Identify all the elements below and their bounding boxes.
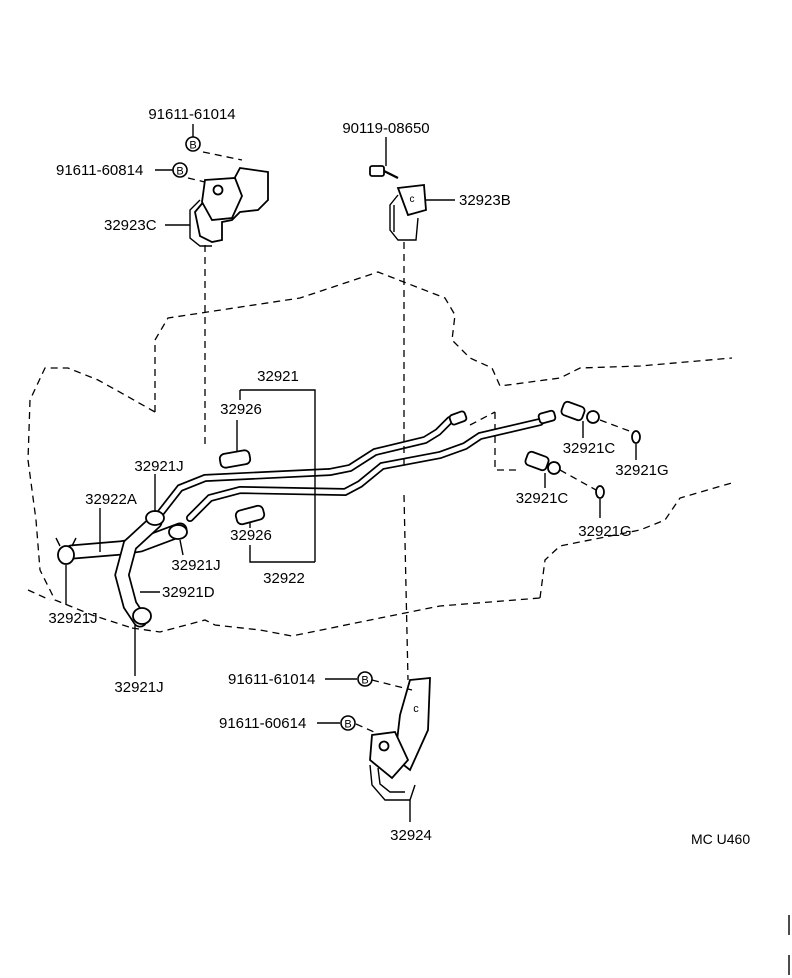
rubber-sleeves <box>218 449 266 526</box>
bracket-32924: c <box>369 677 431 801</box>
pipe-end-fittings <box>448 409 557 426</box>
label-32926-top: 32926 <box>220 401 262 418</box>
label-90119-08650: 90119-08650 <box>342 120 429 137</box>
label-91611-60814: 91611-60814 <box>56 162 143 179</box>
assembly-dashed-lines <box>187 151 633 733</box>
label-32921j-d: 32921J <box>114 679 163 696</box>
svg-text:B: B <box>361 675 368 687</box>
bolt-b-marker: B <box>340 715 356 731</box>
svg-text:c: c <box>413 703 419 715</box>
union-fittings <box>524 400 641 499</box>
label-91611-61014-top: 91611-61014 <box>148 106 235 123</box>
bolt-90119-08650 <box>369 165 399 179</box>
label-32923c: 32923C <box>104 217 157 234</box>
label-32921d: 32921D <box>162 584 215 601</box>
bolt-b-marker: B <box>185 136 201 152</box>
bracket-32923c <box>189 167 269 247</box>
svg-text:c: c <box>410 194 415 205</box>
svg-text:B: B <box>176 166 183 178</box>
svg-text:B: B <box>344 719 351 731</box>
label-32924: 32924 <box>390 827 432 844</box>
svg-text:B: B <box>189 140 196 152</box>
bolt-b-marker: B <box>357 671 373 687</box>
label-32921j-c: 32921J <box>48 610 97 627</box>
label-32921g-a: 32921G <box>615 462 668 479</box>
label-32921c-b: 32921C <box>516 490 569 507</box>
label-32923b: 32923B <box>459 192 511 209</box>
cooler-hoses <box>64 514 188 628</box>
leader-lines <box>65 124 637 822</box>
oil-cooler-pipes <box>151 416 544 524</box>
part-labels: 91611-61014 91611-60814 32923C 90119-086… <box>48 106 750 847</box>
label-32926-bottom: 32926 <box>230 527 272 544</box>
label-32922: 32922 <box>263 570 305 587</box>
label-32921-top: 32921 <box>257 368 299 385</box>
label-32921c-a: 32921C <box>563 440 616 457</box>
label-32921j-b: 32921J <box>171 557 220 574</box>
diagram-code: MC U460 <box>691 831 750 847</box>
label-32921g-b: 32921G <box>578 523 631 540</box>
bracket-32923b: c <box>389 183 427 241</box>
bolt-b-marker: B <box>172 162 188 178</box>
label-32921j-a: 32921J <box>134 458 183 475</box>
label-32922a: 32922A <box>85 491 137 508</box>
label-91611-61014-bottom: 91611-61014 <box>228 671 315 688</box>
hose-clamps <box>55 510 188 625</box>
label-91611-60614: 91611-60614 <box>219 715 306 732</box>
